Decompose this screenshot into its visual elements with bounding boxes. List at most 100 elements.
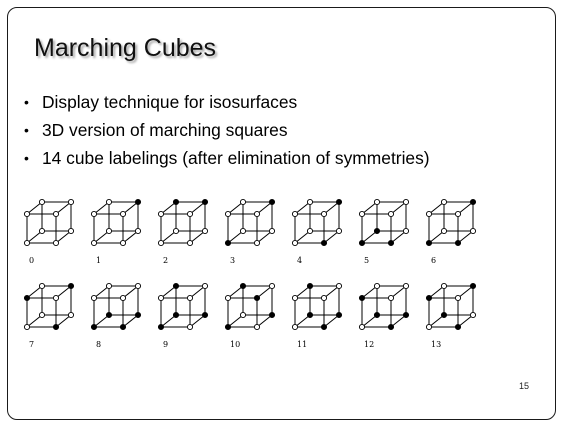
vertex-empty <box>440 198 448 206</box>
vertex-empty <box>387 294 395 302</box>
vertex-empty <box>224 210 232 218</box>
cube-label: 13 <box>431 340 442 349</box>
vertex-filled <box>119 323 127 331</box>
cube-edge <box>428 230 445 244</box>
cube-label: 7 <box>29 340 35 349</box>
cube-edge <box>189 201 206 215</box>
page-number: 15 <box>518 381 529 391</box>
cube-labeling-2: 2 <box>157 198 221 270</box>
vertex-empty <box>186 239 194 247</box>
vertex-empty <box>239 227 247 235</box>
cube-edge <box>294 285 311 299</box>
vertex-empty <box>105 227 113 235</box>
vertex-filled <box>172 282 180 290</box>
cube-edge <box>160 285 177 299</box>
vertex-empty <box>358 323 366 331</box>
vertex-empty <box>268 282 276 290</box>
cube-edge <box>457 201 474 215</box>
cube-diagram <box>358 198 410 247</box>
cube-edge <box>361 201 378 215</box>
cube-edge <box>55 314 72 328</box>
vertex-empty <box>23 323 31 331</box>
cube-labeling-3: 3 <box>224 198 288 270</box>
vertex-empty <box>335 282 343 290</box>
cube-edge <box>390 314 407 328</box>
cube-edge <box>93 285 110 299</box>
cube-edge <box>323 314 340 328</box>
cube-label: 6 <box>431 256 437 265</box>
cube-edge <box>294 230 311 244</box>
vertex-empty <box>119 294 127 302</box>
vertex-filled <box>358 239 366 247</box>
bullet-dot-icon: • <box>24 122 29 138</box>
vertex-empty <box>186 210 194 218</box>
vertex-empty <box>239 311 247 319</box>
vertex-filled <box>425 294 433 302</box>
vertex-empty <box>67 311 75 319</box>
cube-labeling-6: 6 <box>425 198 489 270</box>
vertex-empty <box>105 282 113 290</box>
vertex-empty <box>38 198 46 206</box>
bullet-item: • 14 cube labelings (after elimination o… <box>22 146 430 170</box>
bullet-item: • 3D version of marching squares <box>22 118 430 142</box>
vertex-filled <box>454 323 462 331</box>
vertex-empty <box>358 210 366 218</box>
cube-diagram <box>224 282 276 331</box>
cube-edge <box>256 201 273 215</box>
cube-edge <box>323 285 340 299</box>
vertex-empty <box>253 210 261 218</box>
cube-label: 5 <box>364 256 370 265</box>
bullet-dot-icon: • <box>24 94 29 110</box>
vertex-filled <box>157 323 165 331</box>
vertex-filled <box>253 294 261 302</box>
cube-edge <box>256 285 273 299</box>
vertex-empty <box>440 282 448 290</box>
cube-edge <box>227 230 244 244</box>
cube-edge <box>55 285 72 299</box>
vertex-empty <box>402 282 410 290</box>
cube-edge <box>93 201 110 215</box>
bullet-dot-icon: • <box>24 150 29 166</box>
vertex-filled <box>306 282 314 290</box>
vertex-filled <box>387 323 395 331</box>
cube-diagram <box>90 198 142 247</box>
vertex-filled <box>440 311 448 319</box>
cube-labeling-7: 7 <box>23 282 87 354</box>
vertex-filled <box>224 323 232 331</box>
vertex-empty <box>402 227 410 235</box>
slide-title: Marching Cubes <box>34 34 217 62</box>
vertex-empty <box>119 210 127 218</box>
vertex-filled <box>306 311 314 319</box>
vertex-filled <box>402 311 410 319</box>
vertex-empty <box>105 198 113 206</box>
cube-edge <box>227 314 244 328</box>
vertex-filled <box>201 311 209 319</box>
cube-edge <box>457 230 474 244</box>
cube-labeling-8: 8 <box>90 282 154 354</box>
vertex-empty <box>469 227 477 235</box>
vertex-empty <box>373 282 381 290</box>
vertex-filled <box>387 239 395 247</box>
vertex-empty <box>320 294 328 302</box>
cube-labeling-10: 10 <box>224 282 288 354</box>
cube-label: 2 <box>163 256 169 265</box>
bullet-text: 14 cube labelings (after elimination of … <box>42 148 430 168</box>
vertex-empty <box>157 239 165 247</box>
cube-labeling-1: 1 <box>90 198 154 270</box>
cube-label: 1 <box>96 256 102 265</box>
vertex-empty <box>440 227 448 235</box>
vertex-filled <box>268 198 276 206</box>
bullet-item: • Display technique for isosurfaces <box>22 90 430 114</box>
vertex-empty <box>38 282 46 290</box>
cube-edge <box>26 314 43 328</box>
vertex-empty <box>134 282 142 290</box>
vertex-empty <box>186 294 194 302</box>
cube-labeling-9: 9 <box>157 282 221 354</box>
vertex-empty <box>239 198 247 206</box>
vertex-filled <box>268 311 276 319</box>
cube-diagram <box>291 282 343 331</box>
cube-labeling-0: 0 <box>23 198 87 270</box>
vertex-empty <box>134 227 142 235</box>
cube-edge <box>189 230 206 244</box>
vertex-empty <box>320 210 328 218</box>
